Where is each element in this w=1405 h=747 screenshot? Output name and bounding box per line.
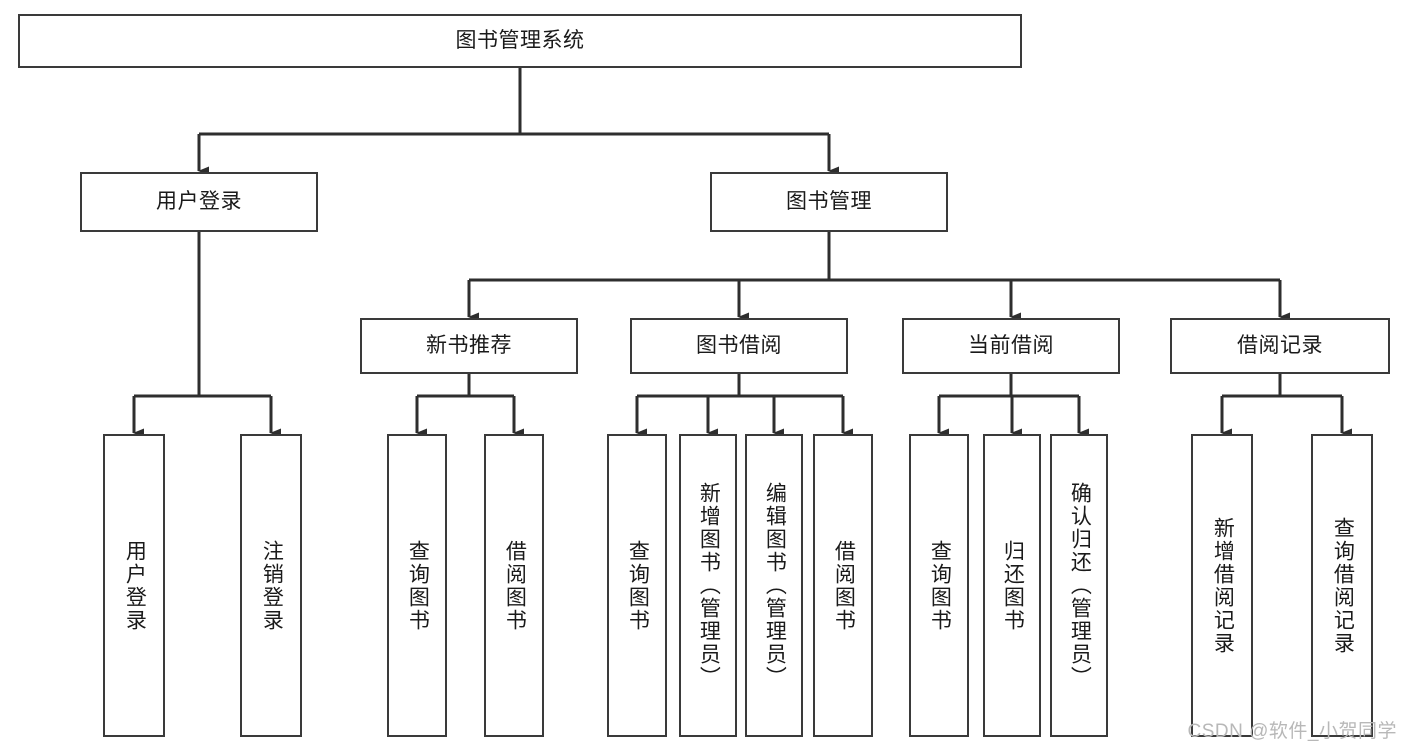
leaf-user-login-label: 用户登录 <box>123 539 147 632</box>
leaf-edit-book-admin[interactable]: 编辑图书（管理员） <box>745 434 803 737</box>
node-new-book-recommend-label: 新书推荐 <box>426 334 512 358</box>
node-current-borrow[interactable]: 当前借阅 <box>902 318 1120 374</box>
node-book-borrow[interactable]: 图书借阅 <box>630 318 848 374</box>
leaf-logout[interactable]: 注销登录 <box>240 434 302 737</box>
node-borrow-records[interactable]: 借阅记录 <box>1170 318 1390 374</box>
leaf-add-book-admin-label: 新增图书（管理员） <box>697 482 721 689</box>
leaf-add-book-admin[interactable]: 新增图书（管理员） <box>679 434 737 737</box>
node-book-management-label: 图书管理 <box>786 190 872 214</box>
leaf-query-borrow-record-label: 查询借阅记录 <box>1331 516 1355 655</box>
node-borrow-records-label: 借阅记录 <box>1237 334 1323 358</box>
leaf-query-books-borrow-label: 查询图书 <box>626 539 650 632</box>
leaf-edit-book-admin-label: 编辑图书（管理员） <box>763 482 787 689</box>
leaf-user-login[interactable]: 用户登录 <box>103 434 165 737</box>
leaf-query-books-current[interactable]: 查询图书 <box>909 434 969 737</box>
connector-lines <box>132 68 1352 438</box>
leaf-borrow-books-borrow[interactable]: 借阅图书 <box>813 434 873 737</box>
leaf-borrow-books-recommend[interactable]: 借阅图书 <box>484 434 544 737</box>
node-root[interactable]: 图书管理系统 <box>18 14 1022 68</box>
node-new-book-recommend[interactable]: 新书推荐 <box>360 318 578 374</box>
node-book-management[interactable]: 图书管理 <box>710 172 948 232</box>
leaf-query-borrow-record[interactable]: 查询借阅记录 <box>1311 434 1373 737</box>
leaf-logout-label: 注销登录 <box>260 539 284 632</box>
node-book-borrow-label: 图书借阅 <box>696 334 782 358</box>
leaf-borrow-books-borrow-label: 借阅图书 <box>832 539 856 632</box>
leaf-confirm-return-admin-label: 确认归还（管理员） <box>1068 482 1092 689</box>
leaf-query-books-recommend[interactable]: 查询图书 <box>387 434 447 737</box>
leaf-query-books-current-label: 查询图书 <box>928 539 952 632</box>
leaf-return-books[interactable]: 归还图书 <box>983 434 1041 737</box>
leaf-return-books-label: 归还图书 <box>1001 539 1025 632</box>
leaf-query-books-borrow[interactable]: 查询图书 <box>607 434 667 737</box>
node-user-login-label: 用户登录 <box>156 190 242 214</box>
node-current-borrow-label: 当前借阅 <box>968 334 1054 358</box>
watermark-text: CSDN @软件_小贺同学 <box>1187 721 1397 742</box>
leaf-query-books-recommend-label: 查询图书 <box>406 539 430 632</box>
leaf-add-borrow-record[interactable]: 新增借阅记录 <box>1191 434 1253 737</box>
node-user-login[interactable]: 用户登录 <box>80 172 318 232</box>
leaf-confirm-return-admin[interactable]: 确认归还（管理员） <box>1050 434 1108 737</box>
leaf-add-borrow-record-label: 新增借阅记录 <box>1211 516 1235 655</box>
node-root-label: 图书管理系统 <box>455 29 585 53</box>
leaf-borrow-books-recommend-label: 借阅图书 <box>503 539 527 632</box>
